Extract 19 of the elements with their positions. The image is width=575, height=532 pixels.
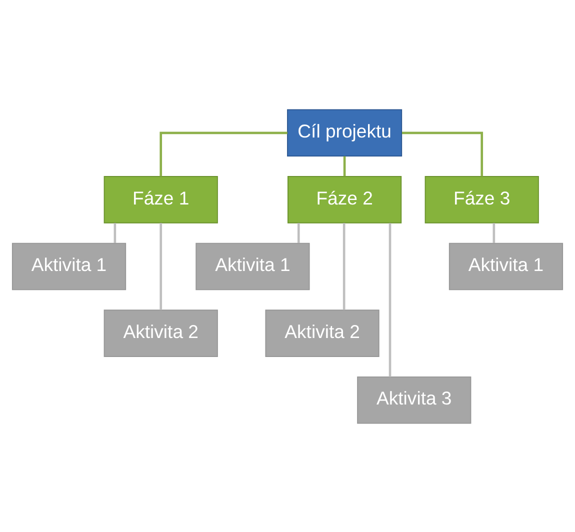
connector <box>114 222 116 243</box>
node-box: Cíl projektu <box>287 108 402 156</box>
node-box: Fáze 2 <box>288 176 402 223</box>
node-box: Aktivita 2 <box>104 309 218 356</box>
connector <box>343 156 346 176</box>
connector <box>492 222 496 243</box>
node-box: Fáze 1 <box>104 176 218 223</box>
connector <box>160 131 288 176</box>
connector <box>402 131 484 176</box>
connector <box>388 222 392 376</box>
node-box: Aktivita 1 <box>196 242 310 290</box>
node-box: Aktivita 2 <box>265 309 380 356</box>
connector <box>160 222 162 310</box>
node-box: Fáze 3 <box>424 176 539 223</box>
node-box: Aktivita 1 <box>12 242 126 290</box>
node-box: Aktivita 3 <box>357 376 472 424</box>
connector <box>297 222 300 243</box>
node-box: Aktivita 1 <box>448 242 564 290</box>
connector <box>342 222 346 310</box>
